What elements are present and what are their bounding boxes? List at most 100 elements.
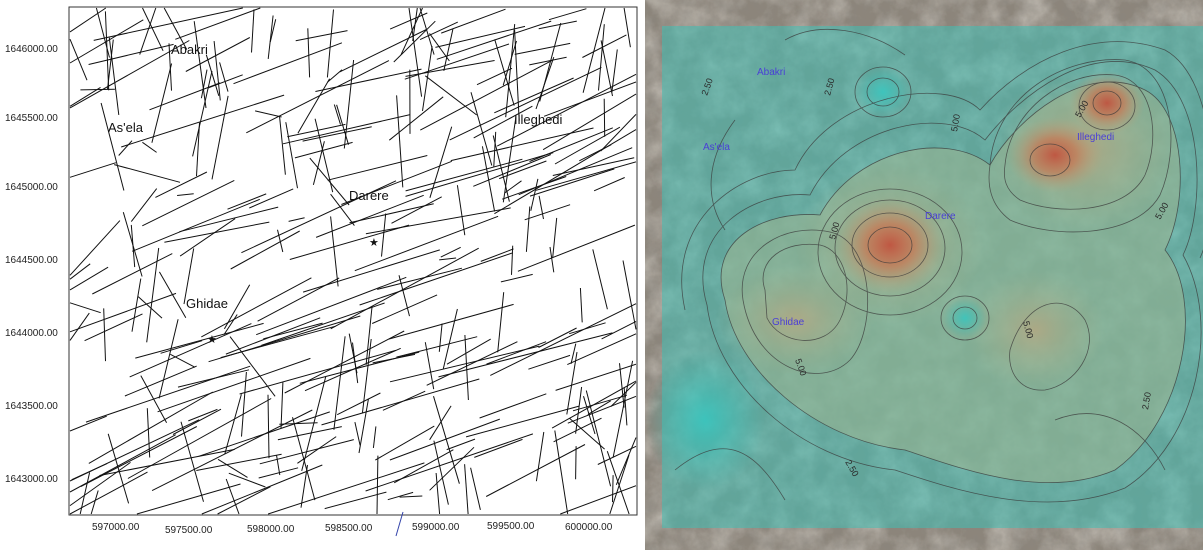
star-marker: ★ [207,334,217,346]
lineament-segment [280,382,284,429]
place-label-ghidae: Ghidae [186,296,228,311]
lineament-segment [284,330,405,394]
lineament-segment [511,245,514,275]
lineament-segment [135,322,264,359]
lineament-segment [188,408,218,422]
lineament-segment [100,102,125,191]
lineament-segment [404,43,510,80]
lineament-segment [69,471,148,515]
lineament-density-map: 2.50 2.50 5.00 5.00 5.00 5.00 5.00 5.00 … [645,0,1203,550]
lineament-segment [179,218,236,257]
x-tick-label: 600000.00 [565,522,613,533]
lineament-segment [436,20,552,60]
lineament-segment [84,313,143,342]
lineament-segment [90,490,99,515]
lineament-segment [267,15,274,59]
lineament-segment [93,7,243,41]
lineament-segment [502,176,567,200]
lineament-segment [553,417,602,443]
lineament-segment [339,29,427,73]
star-marker: ★ [369,237,379,249]
contour-label: 5.00 [827,221,841,241]
lineament-segment [538,327,577,348]
y-tick-label: 1643000.00 [5,474,58,485]
lineament-segment [560,485,637,515]
lineament-segment [142,179,235,227]
lineament-segment [69,415,107,432]
lineament-segment [246,60,390,134]
lineament-segment [354,215,499,272]
lineament-segment [398,275,410,317]
lineament-segment [529,168,615,197]
lineament-segment [579,287,583,323]
lineament-segment [124,365,197,397]
lineament-segment [440,246,461,258]
contour-label: 2.50 [822,77,836,97]
lineament-segment [481,146,496,212]
lineament-segment [157,357,311,413]
lineament-segment [548,8,587,21]
lineament-segment [529,56,567,66]
lineament-segment [569,417,605,450]
lineament-segment [295,30,348,42]
lineament-segment [349,203,434,224]
lineament-map: ★ ★ Abakri As'ela Illeghedi Darere Ghida… [5,6,638,537]
lineament-segment [277,229,284,253]
lineament-segment [500,273,533,283]
lineament-segment [538,195,544,220]
lineament-segment [330,216,339,287]
lineament-segment [446,338,491,365]
lineament-segment [525,206,531,252]
lineament-segment [95,7,110,58]
contour-label: 2.50 [1140,391,1153,410]
lineament-segment [422,46,433,111]
lineament-segment [69,162,117,178]
lineament-segment [382,390,426,411]
lineament-segment [575,386,583,434]
lineament-segment [530,178,539,211]
lineament-segment [424,342,435,390]
lineament-segment [622,260,637,330]
lineament-segment [172,408,222,435]
lineament-segment [201,277,312,338]
lineament-segment [419,21,459,41]
lineament-segment [179,206,279,233]
lineament-segment [324,491,387,510]
lineament-segment [333,104,341,125]
lineament-segment [228,472,266,488]
lineament-segment [80,426,198,487]
lineament-segment [114,164,181,183]
lineament-segment [69,302,101,314]
lineament-segment [217,458,248,478]
lineament-segment [88,43,174,65]
lineament-segment [142,7,164,52]
lineament-segment [405,158,523,192]
lineament-segment [490,303,637,376]
lineament-segment [505,24,516,118]
lineament-segment [136,483,241,515]
lineament-segment [192,70,213,157]
lineament-segment [528,354,571,370]
place-label-abakri: Abakri [171,42,208,57]
lineament-segment [315,68,422,92]
lineament-segment [314,118,334,193]
lineament-segment [225,478,240,515]
lineament-segment [569,322,606,335]
lineament-segment [146,247,160,343]
y-tick-label: 1644500.00 [5,255,58,266]
lineament-segment [424,75,478,116]
lineament-segment [375,425,435,461]
contour-label: 5.00 [1021,320,1035,340]
lineament-segment [606,451,630,515]
lineament-segment [185,37,251,72]
lineament-segment [408,7,423,97]
lineament-segment [299,351,420,384]
lineament-segment [330,193,355,226]
lineament-segment [420,59,553,131]
lineament-segment [493,131,497,167]
lineament-segment [539,22,562,102]
x-tick-label: 598500.00 [325,523,373,534]
lineament-segment [276,455,281,476]
lineament-segment [582,34,627,58]
lineament-segment [130,188,158,222]
